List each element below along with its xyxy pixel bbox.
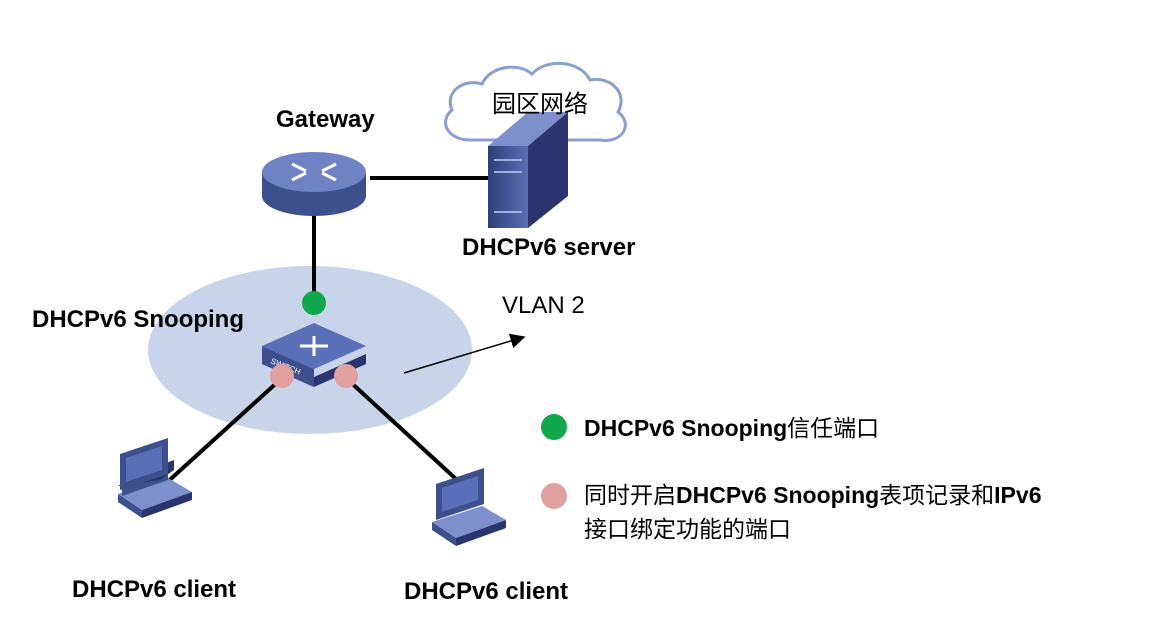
trusted-port-dot xyxy=(302,291,326,315)
legend-binding-part-d: IPv6 xyxy=(994,482,1042,508)
client-right-label: DHCPv6 client xyxy=(404,578,569,605)
vlan-arrow xyxy=(403,333,526,374)
legend-trusted-text: DHCPv6 Snooping信任端口 xyxy=(584,411,879,445)
binding-port-dot-left xyxy=(270,364,294,388)
computer-icon xyxy=(118,438,192,518)
link-switch-client-left xyxy=(150,376,284,498)
legend-binding-text-line1: 同时开启DHCPv6 Snooping表项记录和IPv6 xyxy=(584,478,1042,512)
legend-binding-part-b: DHCPv6 Snooping xyxy=(676,482,880,508)
binding-port-dot-right xyxy=(334,364,358,388)
legend-trusted-dot xyxy=(541,414,567,440)
client-left-label: DHCPv6 client xyxy=(72,576,237,603)
legend-trusted-desc: 信任端口 xyxy=(787,415,880,441)
server-label: DHCPv6 server xyxy=(462,234,636,261)
legend-binding-part-a: 同时开启 xyxy=(584,482,676,508)
legend-binding-dot xyxy=(541,483,567,509)
vlan-label: VLAN 2 xyxy=(502,292,585,319)
legend-binding-text-line2: 接口绑定功能的端口 xyxy=(584,516,791,542)
switch-label: DHCPv6 Snooping xyxy=(32,306,245,333)
computer-icon xyxy=(432,468,506,546)
router-icon xyxy=(262,152,366,216)
cloud-icon xyxy=(444,61,627,142)
server-icon xyxy=(488,112,568,228)
link-switch-client-right xyxy=(344,376,470,492)
legend-trusted-bold: DHCPv6 Snooping xyxy=(584,415,788,441)
cloud-label: 园区网络 xyxy=(492,91,588,118)
gateway-label: Gateway xyxy=(276,106,375,133)
legend-binding-part-c: 表项记录和 xyxy=(879,482,995,508)
